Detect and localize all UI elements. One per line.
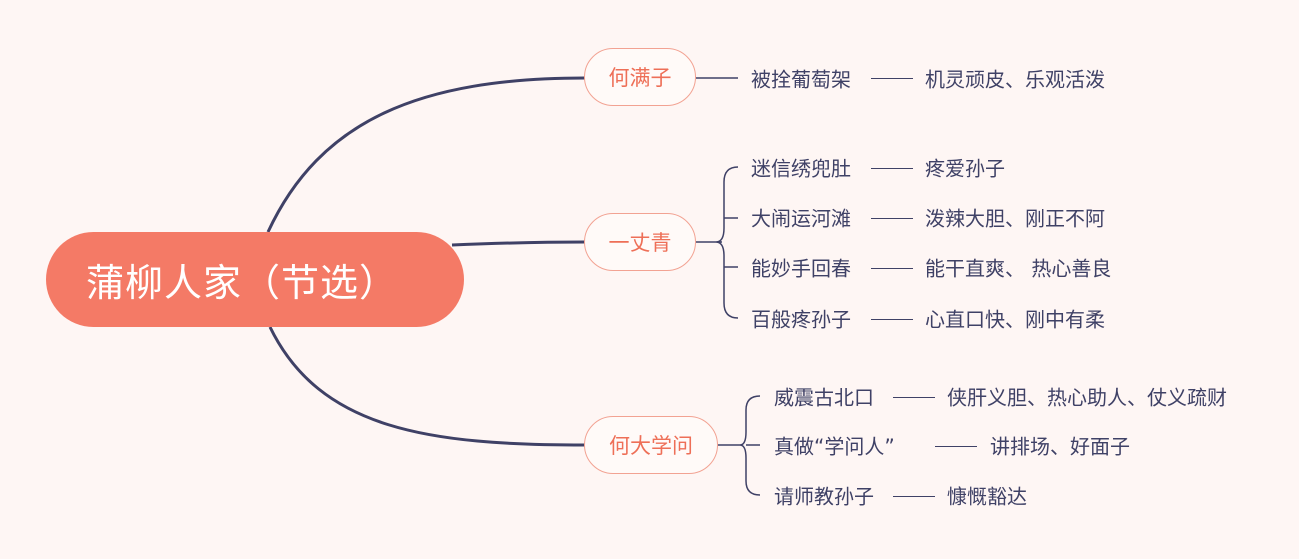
branch-2-label: 一丈青 bbox=[608, 231, 672, 255]
branch-3-item-2-trait: 讲排场、好面子 bbox=[990, 434, 1130, 459]
separator-dash bbox=[871, 168, 913, 169]
separator-dash bbox=[871, 218, 913, 219]
branch-3-item-3-event: 请师教孙子 bbox=[774, 484, 874, 509]
branch-3-label: 何大学问 bbox=[609, 434, 693, 458]
separator-dash bbox=[871, 319, 913, 320]
separator-dash bbox=[935, 446, 977, 447]
root-to-branch-2-line bbox=[451, 240, 586, 247]
root-to-branch-3-line bbox=[268, 326, 586, 447]
branch-2-brace bbox=[696, 166, 739, 319]
branch-3-node[interactable]: 何大学问 bbox=[584, 416, 718, 474]
separator-dash bbox=[871, 268, 913, 269]
branch-2-item-3-event: 能妙手回春 bbox=[751, 256, 851, 281]
branch-2-item-1-trait: 疼爱孙子 bbox=[925, 156, 1005, 181]
branch-2-item-2-trait: 泼辣大胆、刚正不阿 bbox=[925, 206, 1105, 231]
branch-2-item-3-trait: 能干直爽、 热心善良 bbox=[925, 256, 1112, 281]
branch-1-label: 何满子 bbox=[608, 66, 672, 90]
branch-3-item-1-trait: 侠肝义胆、热心助人、仗义疏财 bbox=[947, 385, 1227, 410]
branch-1-node[interactable]: 何满子 bbox=[584, 48, 696, 106]
separator-dash bbox=[893, 496, 935, 497]
separator-dash bbox=[893, 397, 935, 398]
branch-2-item-4-event: 百般疼孙子 bbox=[751, 307, 851, 332]
branch-2-node[interactable]: 一丈青 bbox=[584, 213, 696, 271]
separator-dash bbox=[871, 78, 913, 79]
root-title: 蒲柳人家（节选） bbox=[86, 261, 399, 305]
root-topic[interactable]: 蒲柳人家（节选） bbox=[46, 232, 464, 327]
branch-3-item-2-event: 真做“学问人” bbox=[774, 434, 895, 459]
branch-3-item-3-trait: 慷慨豁达 bbox=[947, 484, 1027, 509]
branch-2-item-2-event: 大闹运河滩 bbox=[751, 206, 851, 231]
branch-2-item-1-event: 迷信绣兜肚 bbox=[751, 156, 851, 181]
branch-3-brace bbox=[718, 395, 761, 496]
branch-1-item-1-trait: 机灵顽皮、乐观活泼 bbox=[925, 67, 1105, 92]
branch-2-item-4-trait: 心直口快、刚中有柔 bbox=[925, 307, 1105, 332]
branch-1-item-1-event: 被拴葡萄架 bbox=[751, 67, 851, 92]
root-to-branch-1-line bbox=[266, 76, 586, 233]
branch-3-item-1-event: 威震古北口 bbox=[774, 385, 874, 410]
